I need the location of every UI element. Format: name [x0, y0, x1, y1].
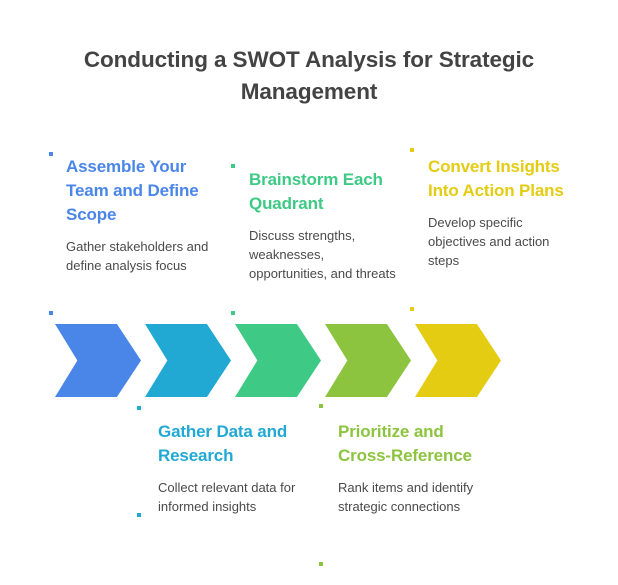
step-description-4: Rank items and identify strategic connec… [338, 480, 474, 514]
step-description-2: Collect relevant data for informed insig… [158, 480, 296, 514]
step-description-5: Develop specific objectives and action s… [428, 215, 550, 268]
step-marker-dot-5-bottom [410, 307, 414, 311]
chevron-arrow-2 [145, 324, 231, 397]
step-marker-dot-1-top [49, 152, 53, 156]
step-marker-dot-2-top [137, 406, 141, 410]
step-heading-4: Prioritize and Cross-Reference [338, 422, 472, 465]
process-chevron-row [0, 324, 618, 400]
step-block-1: Assemble Your Team and Define Scope Gath… [66, 155, 218, 275]
step-block-5: Convert Insights Into Action Plans Devel… [428, 155, 580, 270]
step-heading-2: Gather Data and Research [158, 422, 288, 465]
step-description-3: Discuss strengths, weaknesses, opportuni… [249, 228, 396, 281]
step-marker-dot-2-bottom [137, 513, 141, 517]
step-heading-1: Assemble Your Team and Define Scope [66, 157, 199, 224]
step-marker-dot-3-bottom [231, 311, 235, 315]
page-title: Conducting a SWOT Analysis for Strategic… [83, 47, 535, 104]
chevron-arrow-4 [325, 324, 411, 397]
step-marker-dot-5-top [410, 148, 414, 152]
step-block-2: Gather Data and Research Collect relevan… [158, 420, 310, 516]
step-marker-dot-4-bottom [319, 562, 323, 566]
chevron-arrow-5 [415, 324, 501, 397]
step-description-1: Gather stakeholders and define analysis … [66, 239, 209, 273]
step-marker-dot-1-bottom [49, 311, 53, 315]
step-block-3: Brainstorm Each Quadrant Discuss strengt… [249, 168, 401, 283]
step-marker-dot-3-top [231, 164, 235, 168]
step-marker-dot-4-top [319, 404, 323, 408]
step-heading-3: Brainstorm Each Quadrant [249, 170, 383, 213]
chevron-arrow-3 [235, 324, 321, 397]
step-block-4: Prioritize and Cross-Reference Rank item… [338, 420, 490, 516]
chevron-arrow-1 [55, 324, 141, 397]
step-heading-5: Convert Insights Into Action Plans [428, 157, 564, 200]
